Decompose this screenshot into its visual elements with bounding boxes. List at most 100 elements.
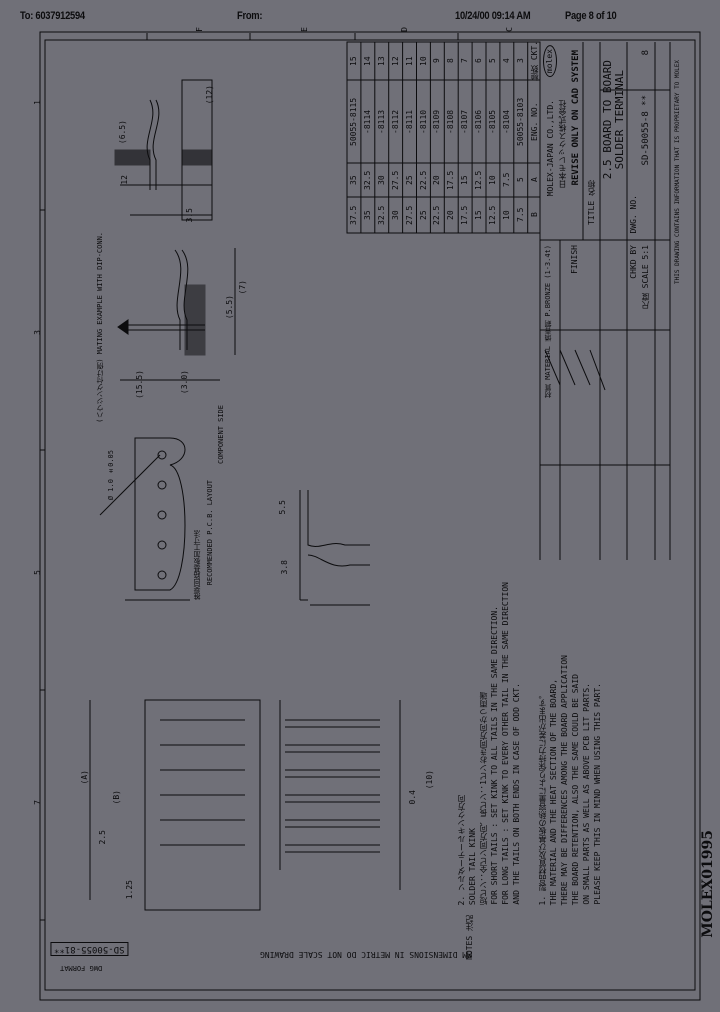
material: 材質 MATERIAL 燐青銅 P.BRONZE (1-3.4t) (544, 245, 552, 399)
checked-by: CHKD BY (629, 245, 638, 279)
note-line: 1. 製品材質及び基板の熱容量により保持力に差が出ます。 (538, 690, 547, 905)
dim-label: 12 (120, 175, 129, 185)
table-cell-part: -8111 (404, 109, 414, 134)
pcb-label-jp: 推奨回路基板加工寸法 (193, 530, 201, 600)
table-cell-a: 5 (515, 177, 525, 183)
dim-label: (12) (205, 85, 214, 105)
table-header-part: ENG. NO. (529, 102, 539, 141)
table-cell-a: 15 (460, 175, 470, 185)
dimension-note: MM DIMENSIONS IN METRIC DO NOT SCALE DRA… (260, 950, 472, 959)
table-cell-b: 25 (418, 210, 428, 220)
table-cell-part: -8107 (460, 109, 470, 134)
table-cell-b: 22.5 (432, 205, 442, 225)
table-cell-ckt: 15 (348, 56, 358, 66)
recommended-pcb-label: RECOMMENDED P.C.B. LAYOUT (206, 480, 214, 586)
table-cell-ckt: 8 (446, 58, 456, 64)
note-line: 2. ソルダーテールキンク方向 (457, 794, 466, 905)
dim-label: (7) (238, 280, 247, 295)
table-cell-a: 22.5 (418, 170, 428, 190)
table-cell-part: -8109 (432, 109, 442, 134)
table-cell-b: 37.5 (348, 205, 358, 225)
dim-label: 5.5 (278, 500, 287, 515)
table-cell-ckt: 7 (460, 58, 470, 64)
dim-label: (A) (80, 770, 89, 785)
dim-label: 1.25 (125, 880, 134, 900)
table-cell-b: 7.5 (515, 207, 525, 223)
dim-label: 3.8 (280, 560, 289, 575)
note-line: 短ピン：全ピン同方向、長ピン：1ピンおき同方向かつ両端 (479, 692, 488, 905)
note-line: THE BOARD RETENTION, ALSO THE SAME COULD… (571, 673, 580, 905)
dim-label: (6.5) (118, 120, 127, 145)
table-cell-b: 12.5 (487, 205, 497, 225)
zone-letter: C (505, 27, 514, 32)
table-cell-a: 25 (404, 175, 414, 185)
table-cell-ckt: 3 (515, 58, 525, 64)
note-line: SOLDER TAIL KINK (468, 827, 477, 905)
zone-letter: F (195, 27, 204, 32)
dim-label: 3.5 (185, 208, 194, 223)
table-cell-part: -8113 (376, 109, 386, 134)
zone-number: 7 (33, 800, 42, 805)
company-name: MOLEX-JAPAN CO.,LTD. (546, 100, 555, 197)
table-cell-ckt: 9 (432, 58, 442, 64)
table-cell-ckt: 13 (376, 56, 386, 66)
table-cell-part: 50055-8103 (515, 97, 525, 146)
table-cell-ckt: 5 (487, 58, 497, 64)
table-cell-a: 27.5 (390, 170, 400, 190)
table-cell-a: 20 (432, 175, 442, 185)
hole-note: Ø 1.0 ±0.05 (107, 450, 115, 501)
table-cell-part: -8105 (487, 109, 497, 134)
table-cell-b: 15 (474, 210, 484, 220)
zone-letter: E (300, 27, 309, 32)
dim-label: (10) (425, 770, 434, 790)
table-cell-a: 30 (376, 175, 386, 185)
table-cell-a: 35 (348, 175, 358, 185)
note-line: ON SMALL PARTS AS WELL AS ABOVE PCB LIT … (582, 683, 591, 905)
disclaimer: THIS DRAWING CONTAINS INFORMATION THAT I… (674, 60, 681, 284)
table-cell-b: 20 (446, 210, 456, 220)
table-cell-part: -8104 (501, 109, 511, 134)
note-line: PLEASE KEEP THIS IN MIND WHEN USING THIS… (593, 683, 602, 905)
dim-label: 0.4 (408, 790, 417, 805)
note-line: FOR SHORT TAILS : SET KINK TO ALL TAILS … (490, 606, 499, 905)
scale: 尺度 SCALE 5:1 (641, 245, 650, 310)
component-side-label: COMPONENT SIDE (217, 405, 225, 465)
zone-number: 3 (33, 330, 42, 335)
finish: FINISH (570, 245, 579, 274)
dwg-no-label: DWG. NO. (629, 195, 638, 234)
fax-to: To: 6037912594 (20, 10, 85, 22)
table-cell-part: 50055-8115 (348, 97, 358, 146)
zone-number: 5 (33, 570, 42, 575)
footer-drawing-no: SD-50055-81** (50, 942, 129, 956)
table-header-a: A (529, 177, 539, 183)
dim-label: (15.5) (135, 370, 144, 399)
table-cell-ckt: 11 (404, 56, 414, 66)
title-label: TITLE 名称 (587, 180, 596, 225)
table-cell-ckt: 14 (362, 56, 372, 66)
note-line: THERE MAY BE DIFFERENCES AMONG THE BOARD… (560, 654, 569, 905)
footer-format: DWG FORMAT (60, 964, 103, 972)
note-line: AND THE TAILS ON BOTH ENDS IN CASE OF OD… (512, 683, 521, 905)
table-cell-part: -8106 (474, 109, 484, 134)
table-cell-ckt: 12 (390, 56, 400, 66)
table-cell-ckt: 4 (501, 58, 511, 64)
revise-note: REVISE ONLY ON CAD SYSTEM (571, 50, 581, 186)
note-line: THE MATERIAL AND THE HEAT SECTION OF THE… (549, 678, 558, 905)
fax-datetime: 10/24/00 09:14 AM (455, 10, 531, 22)
mating-note: (ハウジング付け例) MATING EXAMPLE WITH DIP-CONN. (96, 232, 104, 423)
table-cell-b: 32.5 (376, 205, 386, 225)
table-cell-ckt: 10 (418, 56, 428, 66)
fax-from: From: (237, 10, 263, 22)
dim-label: 2.5 (98, 830, 107, 845)
table-cell-b: 17.5 (460, 205, 470, 225)
table-cell-b: 35 (362, 210, 372, 220)
table-header-b: B (529, 212, 539, 218)
fax-page: Page 8 of 10 (565, 10, 617, 22)
table-cell-part: -8112 (390, 109, 400, 134)
table-cell-a: 17.5 (446, 170, 456, 190)
table-cell-b: 10 (501, 210, 511, 220)
table-cell-part: -8114 (362, 109, 372, 134)
molex-logo: molex (543, 45, 557, 78)
dim-label: (3.0) (180, 370, 189, 395)
